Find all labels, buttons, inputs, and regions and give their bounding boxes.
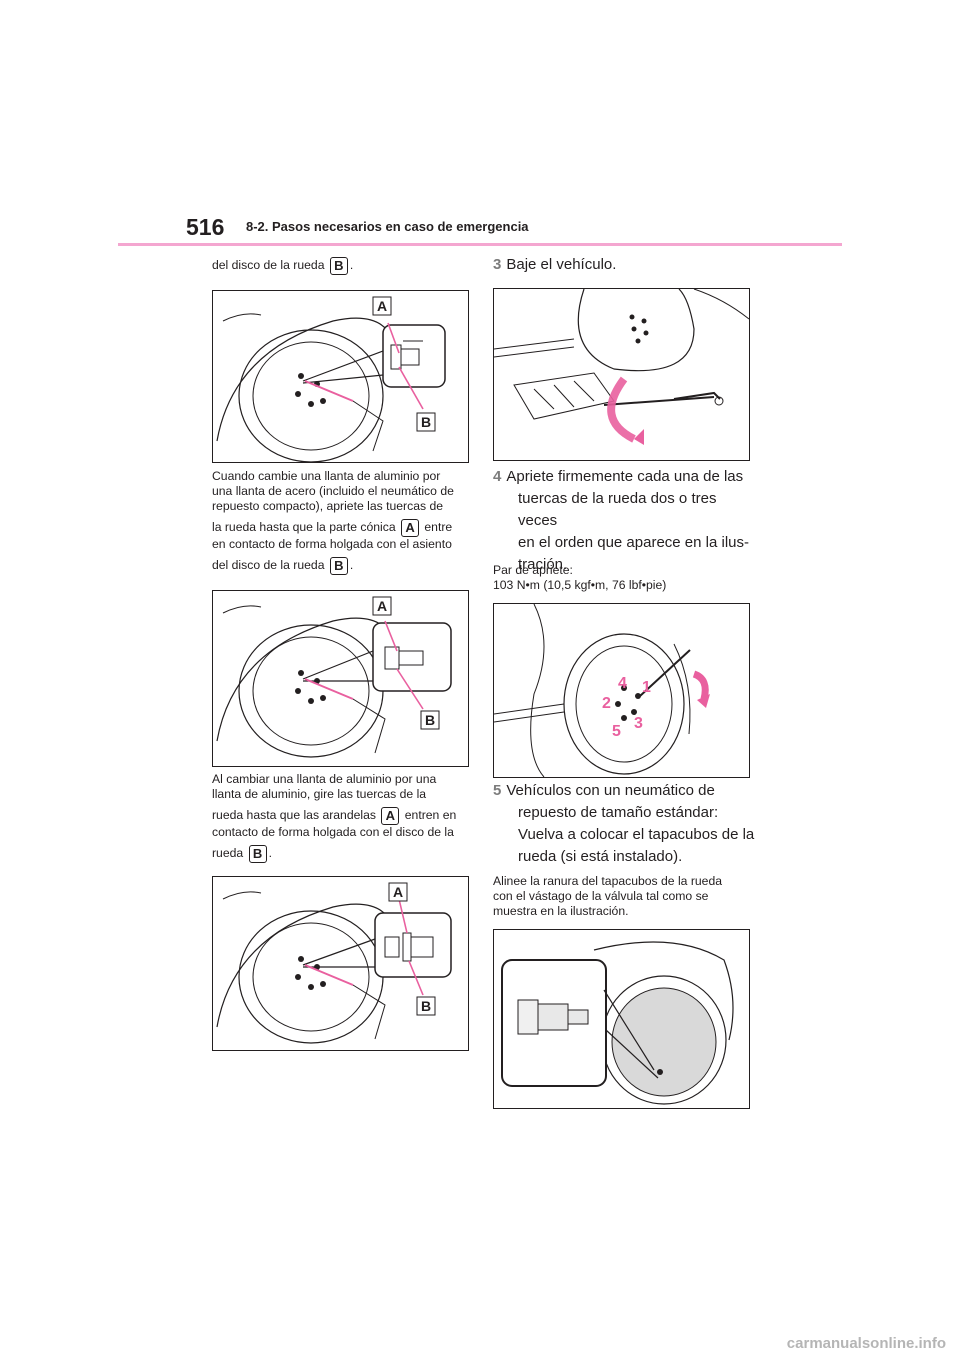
fig2-label-a: A: [377, 598, 387, 614]
fig2-label-b: B: [425, 712, 435, 728]
fig3-label-a: A: [393, 884, 403, 900]
label-b-badge: B: [248, 845, 267, 863]
paragraph-hubcap: Alinee la ranura del tapacubos de la rue…: [493, 874, 723, 918]
fig1-label-b: B: [421, 414, 431, 430]
fig1-label-a: A: [377, 298, 387, 314]
label-b-badge: B: [329, 557, 348, 575]
order-4: 4: [618, 675, 627, 692]
order-2: 2: [602, 695, 611, 712]
figure-wheel-nut-steel: A B: [212, 590, 469, 767]
label-a-badge: A: [401, 519, 420, 537]
order-1: 1: [642, 679, 651, 696]
intro-text: del disco de la rueda B.: [212, 257, 354, 275]
header-rule: [118, 243, 842, 246]
fig3-label-b: B: [421, 998, 431, 1014]
figure-lower-vehicle: [493, 288, 750, 461]
paragraph-aluminum-wheel: Al cambiar una llanta de aluminio por un…: [212, 772, 457, 863]
torque-spec: Par de apriete: 103 N•m (10,5 kgf•m, 76 …: [493, 563, 667, 592]
label-a-badge: A: [381, 807, 400, 825]
figure-wheel-nut-conical: A B: [212, 290, 469, 463]
paragraph-steel-wheel: Cuando cambie una llanta de aluminio por…: [212, 469, 454, 575]
section-title: 8-2. Pasos necesarios en caso de emergen…: [246, 219, 529, 234]
figure-tightening-order: 1 2 3 4 5: [493, 603, 750, 778]
figure-hubcap-valve: [493, 929, 750, 1109]
order-5: 5: [612, 723, 621, 740]
watermark: carmanualsonline.info: [786, 1335, 946, 1352]
label-b-badge: B: [329, 257, 348, 275]
figure-wheel-nut-washer: A B: [212, 876, 469, 1051]
page-number: 516: [186, 214, 225, 240]
order-3: 3: [634, 715, 643, 732]
